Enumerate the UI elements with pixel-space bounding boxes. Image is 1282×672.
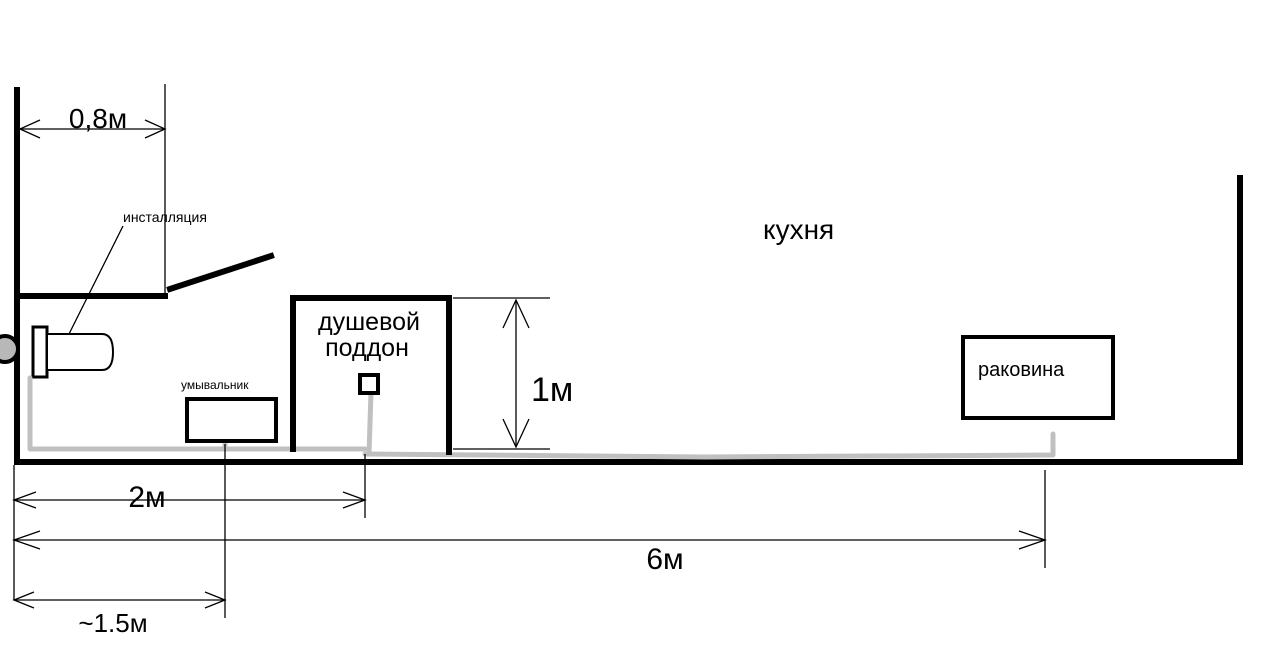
shower-label-line2: поддон (325, 334, 409, 362)
shower-tray: душевой поддон 1м (290, 295, 573, 455)
toilet-tank (31, 325, 49, 379)
shower-drain-icon (358, 373, 380, 395)
sink-label: раковина (978, 359, 1065, 381)
shower-drain-pipe (366, 389, 374, 457)
installation-label: инсталляция (123, 209, 207, 225)
dim-2m-arrowhead-left (12, 491, 37, 509)
dim-1-5m-label: ~1.5м (78, 608, 147, 638)
dim-6m-arrowhead-right (1018, 530, 1047, 550)
door-leaf (166, 252, 275, 293)
kitchen-sink: раковина (961, 335, 1115, 420)
dim-2m-label: 2м (128, 481, 165, 514)
shower-label-line1: душевой (318, 308, 420, 336)
dim-1-5m-arrowhead-left (12, 591, 35, 609)
washbasin-label: умывальник (181, 378, 249, 392)
installation-width-label: 0,8м (69, 103, 127, 134)
dim-6m-label: 6м (646, 543, 683, 576)
installation-leader-line (63, 225, 124, 345)
dim-1-5m-arrowhead-right (204, 591, 227, 609)
sewer-riser-icon (0, 334, 20, 364)
drain-pipes (27, 375, 1056, 460)
dim-6m-arrowhead-left (12, 530, 41, 550)
washbasin-box (185, 397, 278, 443)
main-drain-pipe (362, 431, 1056, 460)
dim-2m-arrowhead-right (342, 491, 367, 509)
kitchen-label: кухня (763, 214, 834, 245)
shower-depth-label: 1м (531, 371, 573, 409)
toilet (0, 325, 115, 379)
shower-depth-arrowhead-bottom (502, 418, 530, 449)
washbasin: умывальник (181, 378, 278, 443)
toilet-drain-pipe (27, 375, 368, 452)
installation-zone: 0,8м инсталляция (18, 84, 207, 345)
installation-arrowhead-right (144, 119, 167, 139)
walls (14, 87, 1243, 465)
toilet-bowl (46, 333, 115, 371)
shower-depth-arrowhead-top (502, 298, 530, 329)
shower-tray-outline (290, 295, 452, 455)
distance-dimensions: 2м 6м ~1.5м (12, 444, 1047, 638)
sink-box (961, 335, 1115, 420)
installation-arrowhead-left (18, 119, 41, 139)
